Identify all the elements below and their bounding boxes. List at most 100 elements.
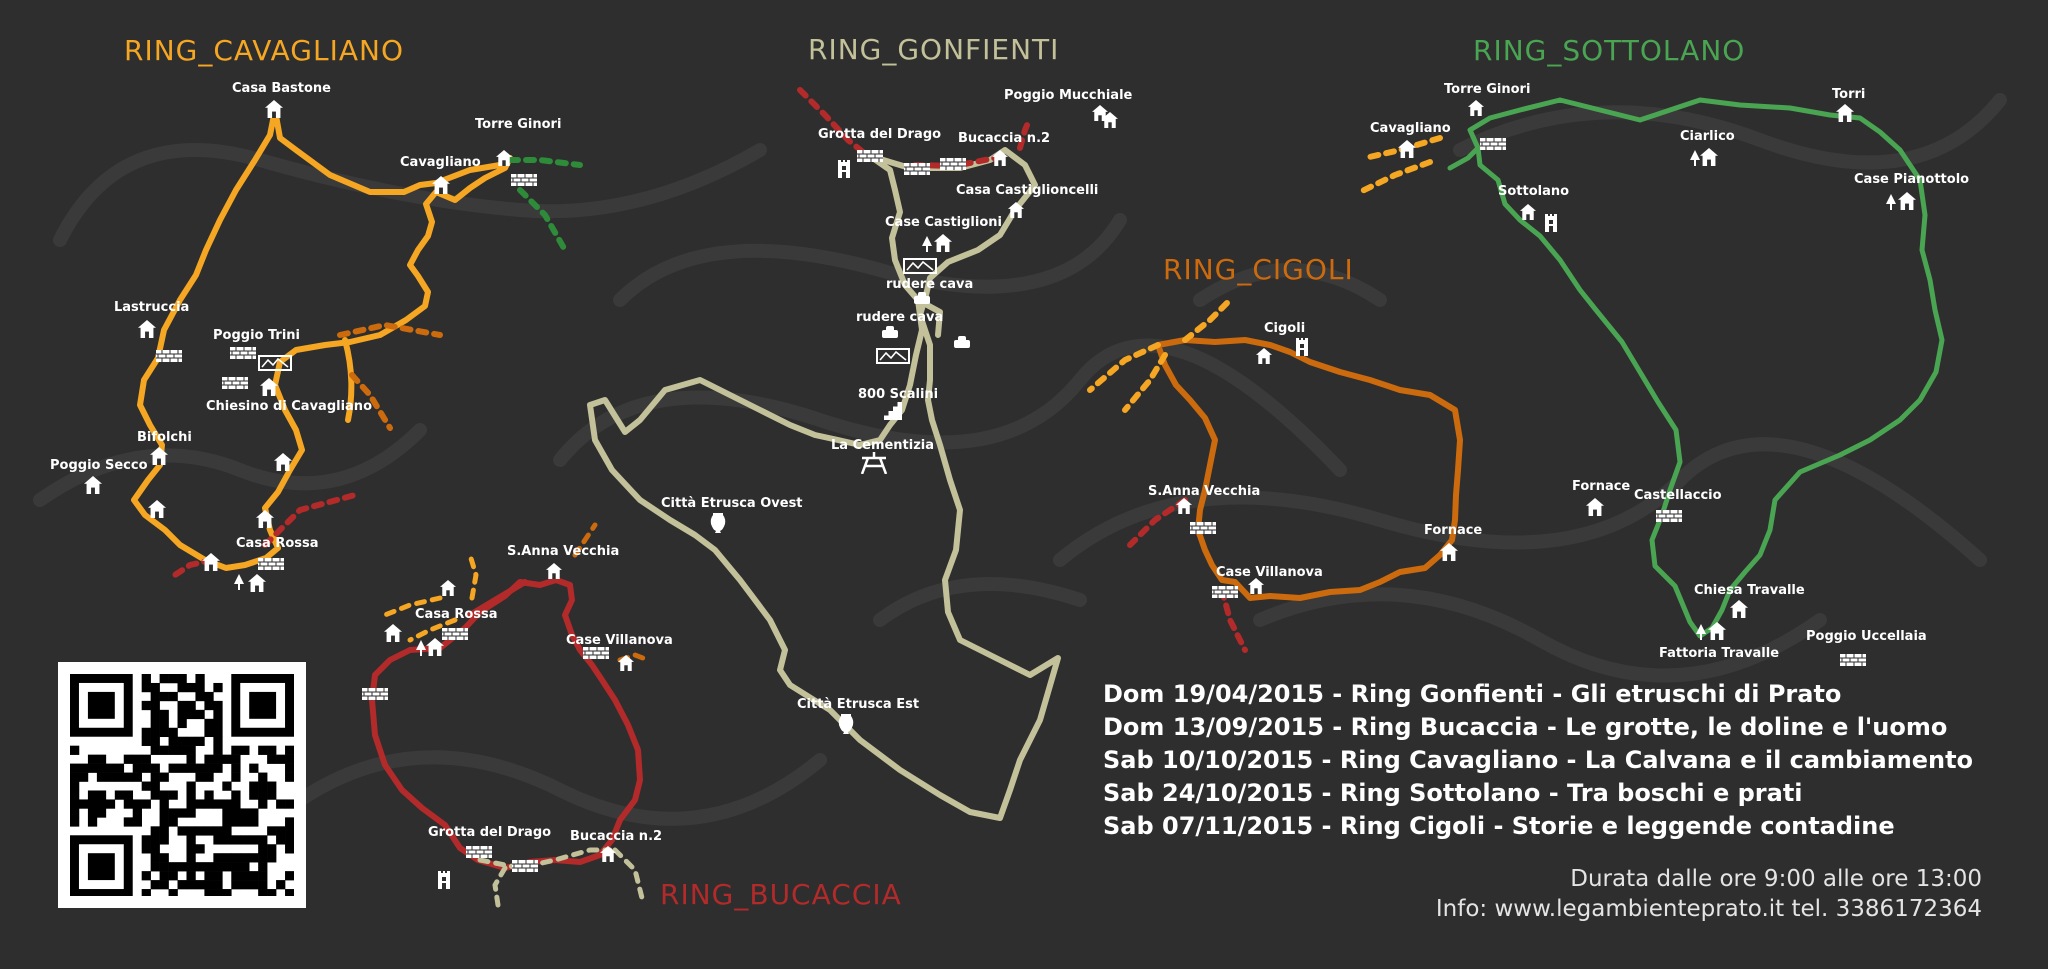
place-label: Cavagliano [1370, 121, 1451, 136]
ring-title-bucaccia: RING_BUCACCIA [660, 878, 902, 911]
place-label: Sottolano [1498, 184, 1569, 199]
wall-icon [512, 860, 538, 872]
place-label: Cigoli [1264, 321, 1305, 336]
place-label: Casa Rossa [415, 607, 498, 622]
house-icon [934, 234, 952, 252]
place-label: Ciarlico [1680, 129, 1735, 144]
wall-icon [1190, 522, 1216, 534]
place-label: Case Villanova [1216, 565, 1323, 580]
tree-icon [1690, 150, 1700, 166]
tower-icon [1296, 338, 1308, 356]
wall-icon [156, 350, 182, 362]
tree-icon [416, 640, 426, 656]
house-icon [256, 510, 274, 528]
place-label: Grotta del Drago [818, 127, 941, 142]
rubble-icon [954, 336, 970, 348]
place-label: 800 Scalini [858, 387, 938, 402]
event-item: Dom 13/09/2015 - Ring Bucaccia - Le grot… [1103, 713, 1948, 741]
ring-sottolano-route [1357, 97, 1945, 639]
place-label: Fornace [1572, 479, 1630, 494]
house-icon [148, 500, 166, 518]
place-label: Città Etrusca Est [797, 697, 919, 712]
event-item: Sab 10/10/2015 - Ring Cavagliano - La Ca… [1103, 746, 1974, 774]
house-icon [1398, 140, 1416, 158]
ring-sottolano-labels: Torre Ginori Cavagliano Torri Ciarlico S… [1370, 82, 1969, 661]
wall-icon [258, 558, 284, 570]
place-label: La Cementizia [831, 438, 934, 453]
wall-icon [857, 150, 883, 162]
place-label: Case Villanova [566, 633, 673, 648]
house-icon [265, 100, 283, 118]
place-label: S.Anna Vecchia [507, 544, 619, 559]
wall-icon [1656, 510, 1682, 522]
tower-icon [838, 160, 850, 178]
wall-icon [362, 688, 388, 700]
house-icon [426, 638, 444, 656]
place-label: Fattoria Travalle [1659, 646, 1779, 661]
place-label: S.Anna Vecchia [1148, 484, 1260, 499]
house-icon [202, 553, 220, 571]
place-label: Torre Ginori [475, 117, 561, 132]
place-label: Case Castiglioni [885, 215, 1002, 230]
ring-title-cigoli: RING_CIGOLI [1163, 253, 1354, 286]
duration-text: Durata dalle ore 9:00 alle ore 13:00 [1570, 866, 1982, 892]
wall-icon [904, 163, 930, 175]
stairs-icon [884, 402, 902, 420]
wall-icon [442, 628, 468, 640]
house-icon [1256, 348, 1272, 364]
ring-bucaccia-labels: S.Anna Vecchia Casa Rossa Case Villanova… [415, 544, 673, 844]
house-icon [1898, 192, 1916, 210]
house-icon [1730, 600, 1748, 618]
place-label: Casa Rossa [236, 536, 319, 551]
tower-icon [1545, 214, 1557, 232]
ring-title-cavagliano: RING_CAVAGLIANO [124, 34, 404, 67]
tree-icon [922, 236, 932, 252]
place-label: rudere cava [856, 310, 943, 325]
wall-icon [940, 158, 966, 170]
wall-icon [511, 174, 537, 186]
place-label: Poggio Trini [213, 328, 300, 343]
house-icon [274, 453, 292, 471]
place-label: Fornace [1424, 523, 1482, 538]
place-label: rudere cava [886, 277, 973, 292]
qr-code[interactable] [58, 662, 306, 908]
house-icon [1468, 100, 1484, 116]
place-label: Cavagliano [400, 155, 481, 170]
house-icon [1708, 622, 1726, 640]
place-label: Chiesino di Cavagliano [206, 399, 372, 414]
contact-info-text[interactable]: Info: www.legambienteprato.it tel. 33861… [1435, 896, 1982, 922]
panel-icon [876, 348, 910, 364]
place-label: Poggio Uccellaia [1806, 629, 1927, 644]
place-label: Bifolchi [137, 430, 192, 445]
event-item: Sab 07/11/2015 - Ring Cigoli - Storie e … [1103, 812, 1895, 840]
tower-icon [438, 871, 450, 889]
house-icon [546, 563, 562, 579]
place-label: Bucaccia n.2 [570, 829, 662, 844]
picnic-table-icon [860, 452, 888, 474]
wall-icon [1480, 138, 1506, 150]
wall-icon [222, 377, 248, 389]
place-label: Poggio Secco [50, 458, 148, 473]
house-icon [384, 624, 402, 642]
house-icon [1440, 543, 1458, 561]
house-icon [440, 580, 456, 596]
place-label: Castellaccio [1634, 488, 1722, 503]
wall-icon [1840, 654, 1866, 666]
place-label: Torre Ginori [1444, 82, 1530, 97]
ring-title-gonfienti: RING_GONFIENTI [808, 33, 1059, 66]
place-label: Poggio Mucchiale [1004, 88, 1133, 103]
place-label: Città Etrusca Ovest [661, 496, 803, 511]
ring-cigoli-labels: Cigoli S.Anna Vecchia Fornace Case Villa… [1148, 321, 1482, 580]
place-label: Lastruccia [114, 300, 189, 315]
place-label: Casa Castiglioncelli [956, 183, 1098, 198]
rubble-icon [882, 326, 898, 338]
house-icon [1520, 204, 1536, 220]
ring-cigoli-route [1087, 297, 1463, 653]
place-label: Torri [1832, 87, 1865, 102]
place-label: Case Pianottolo [1854, 172, 1969, 187]
wall-icon [583, 647, 609, 659]
ring-gonfienti-icons [710, 105, 1118, 734]
house-icon [1586, 498, 1604, 516]
tree-icon [1696, 624, 1706, 640]
